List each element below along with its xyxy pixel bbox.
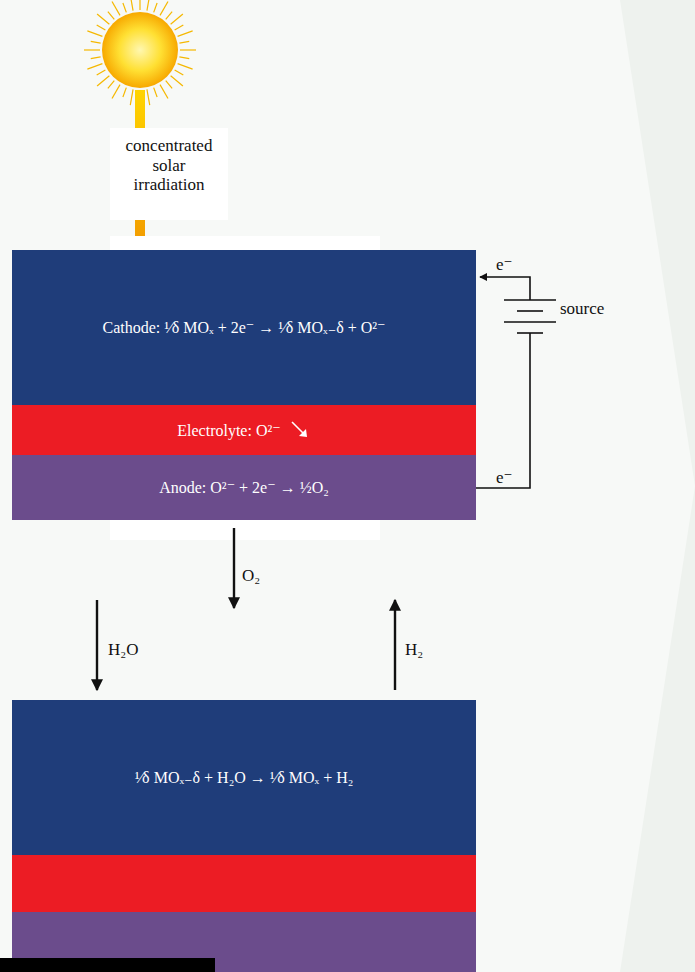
flow-label: H₂ [405,640,445,660]
sun-ray [84,49,100,50]
sun-rays [84,0,196,105]
sun-ray [180,49,196,50]
sun-ray [97,76,109,86]
reaction-text: Electrolyte: O²⁻ [177,421,280,440]
label-patch [110,128,228,220]
sun-ray [123,3,126,12]
caption-label: concentrated solar irradiation [119,136,219,195]
sun-ray [175,70,184,75]
sun-ray [97,25,106,30]
sun-ray [87,64,102,69]
sun-ray [147,0,150,11]
sun-ray [97,70,106,75]
sun-ray [166,81,172,89]
sun-ray [91,57,101,59]
flow-label: O₂ [242,566,282,586]
sun-ray [154,3,157,12]
white-strip [110,520,380,540]
sun-ray [179,57,189,59]
sun-ray [130,89,133,105]
reaction-text: Anode: O²⁻ + 2e⁻ → ½O₂ [159,478,329,497]
sun-ray [178,64,193,69]
flow-label: e⁻ [496,255,526,275]
ion-arrow [289,419,311,441]
sun-ray [123,88,126,97]
sun-ray [108,81,114,89]
sun-ray [178,31,193,36]
sun-ray [154,88,157,97]
white-strip [110,236,380,250]
sun-ray [97,14,109,24]
sun-ray [87,31,102,36]
sun-ray [160,2,168,16]
black-bar [0,958,215,972]
sun-ray [147,89,150,105]
electrolyte-band: Electrolyte: O²⁻ [12,405,476,455]
sun-ray [166,12,172,20]
sun-ray [112,85,120,99]
sun-ray [160,85,168,99]
reactor-band: ¹⁄δ MOₓ₋δ + H₂O → ¹⁄δ MOₓ + H₂ [12,700,476,855]
source-label: source [560,299,630,319]
flow-label: e⁻ [496,468,526,488]
cathode-band: Cathode: ¹⁄δ MOₓ + 2e⁻ → ¹⁄δ MOₓ₋δ + O²⁻ [12,250,476,405]
flow-label: H₂O [108,640,158,660]
sun-ray [91,41,101,43]
anode-band: Anode: O²⁻ + 2e⁻ → ½O₂ [12,455,476,520]
sun-ray [175,25,184,30]
sun-ray [108,12,114,20]
sun-ray [171,76,183,86]
electrolyte-band [12,855,476,912]
reaction-text: ¹⁄δ MOₓ₋δ + H₂O → ¹⁄δ MOₓ + H₂ [135,768,354,787]
power-source [476,277,556,488]
sun-ray [179,41,189,43]
sun-ray [171,14,183,24]
sun-ray [130,0,133,11]
flow-arrows [97,528,395,690]
sun-ray [139,0,140,10]
sun-ray [112,2,120,16]
reaction-text: Cathode: ¹⁄δ MOₓ + 2e⁻ → ¹⁄δ MOₓ₋δ + O²⁻ [103,318,386,337]
sun [102,12,178,88]
